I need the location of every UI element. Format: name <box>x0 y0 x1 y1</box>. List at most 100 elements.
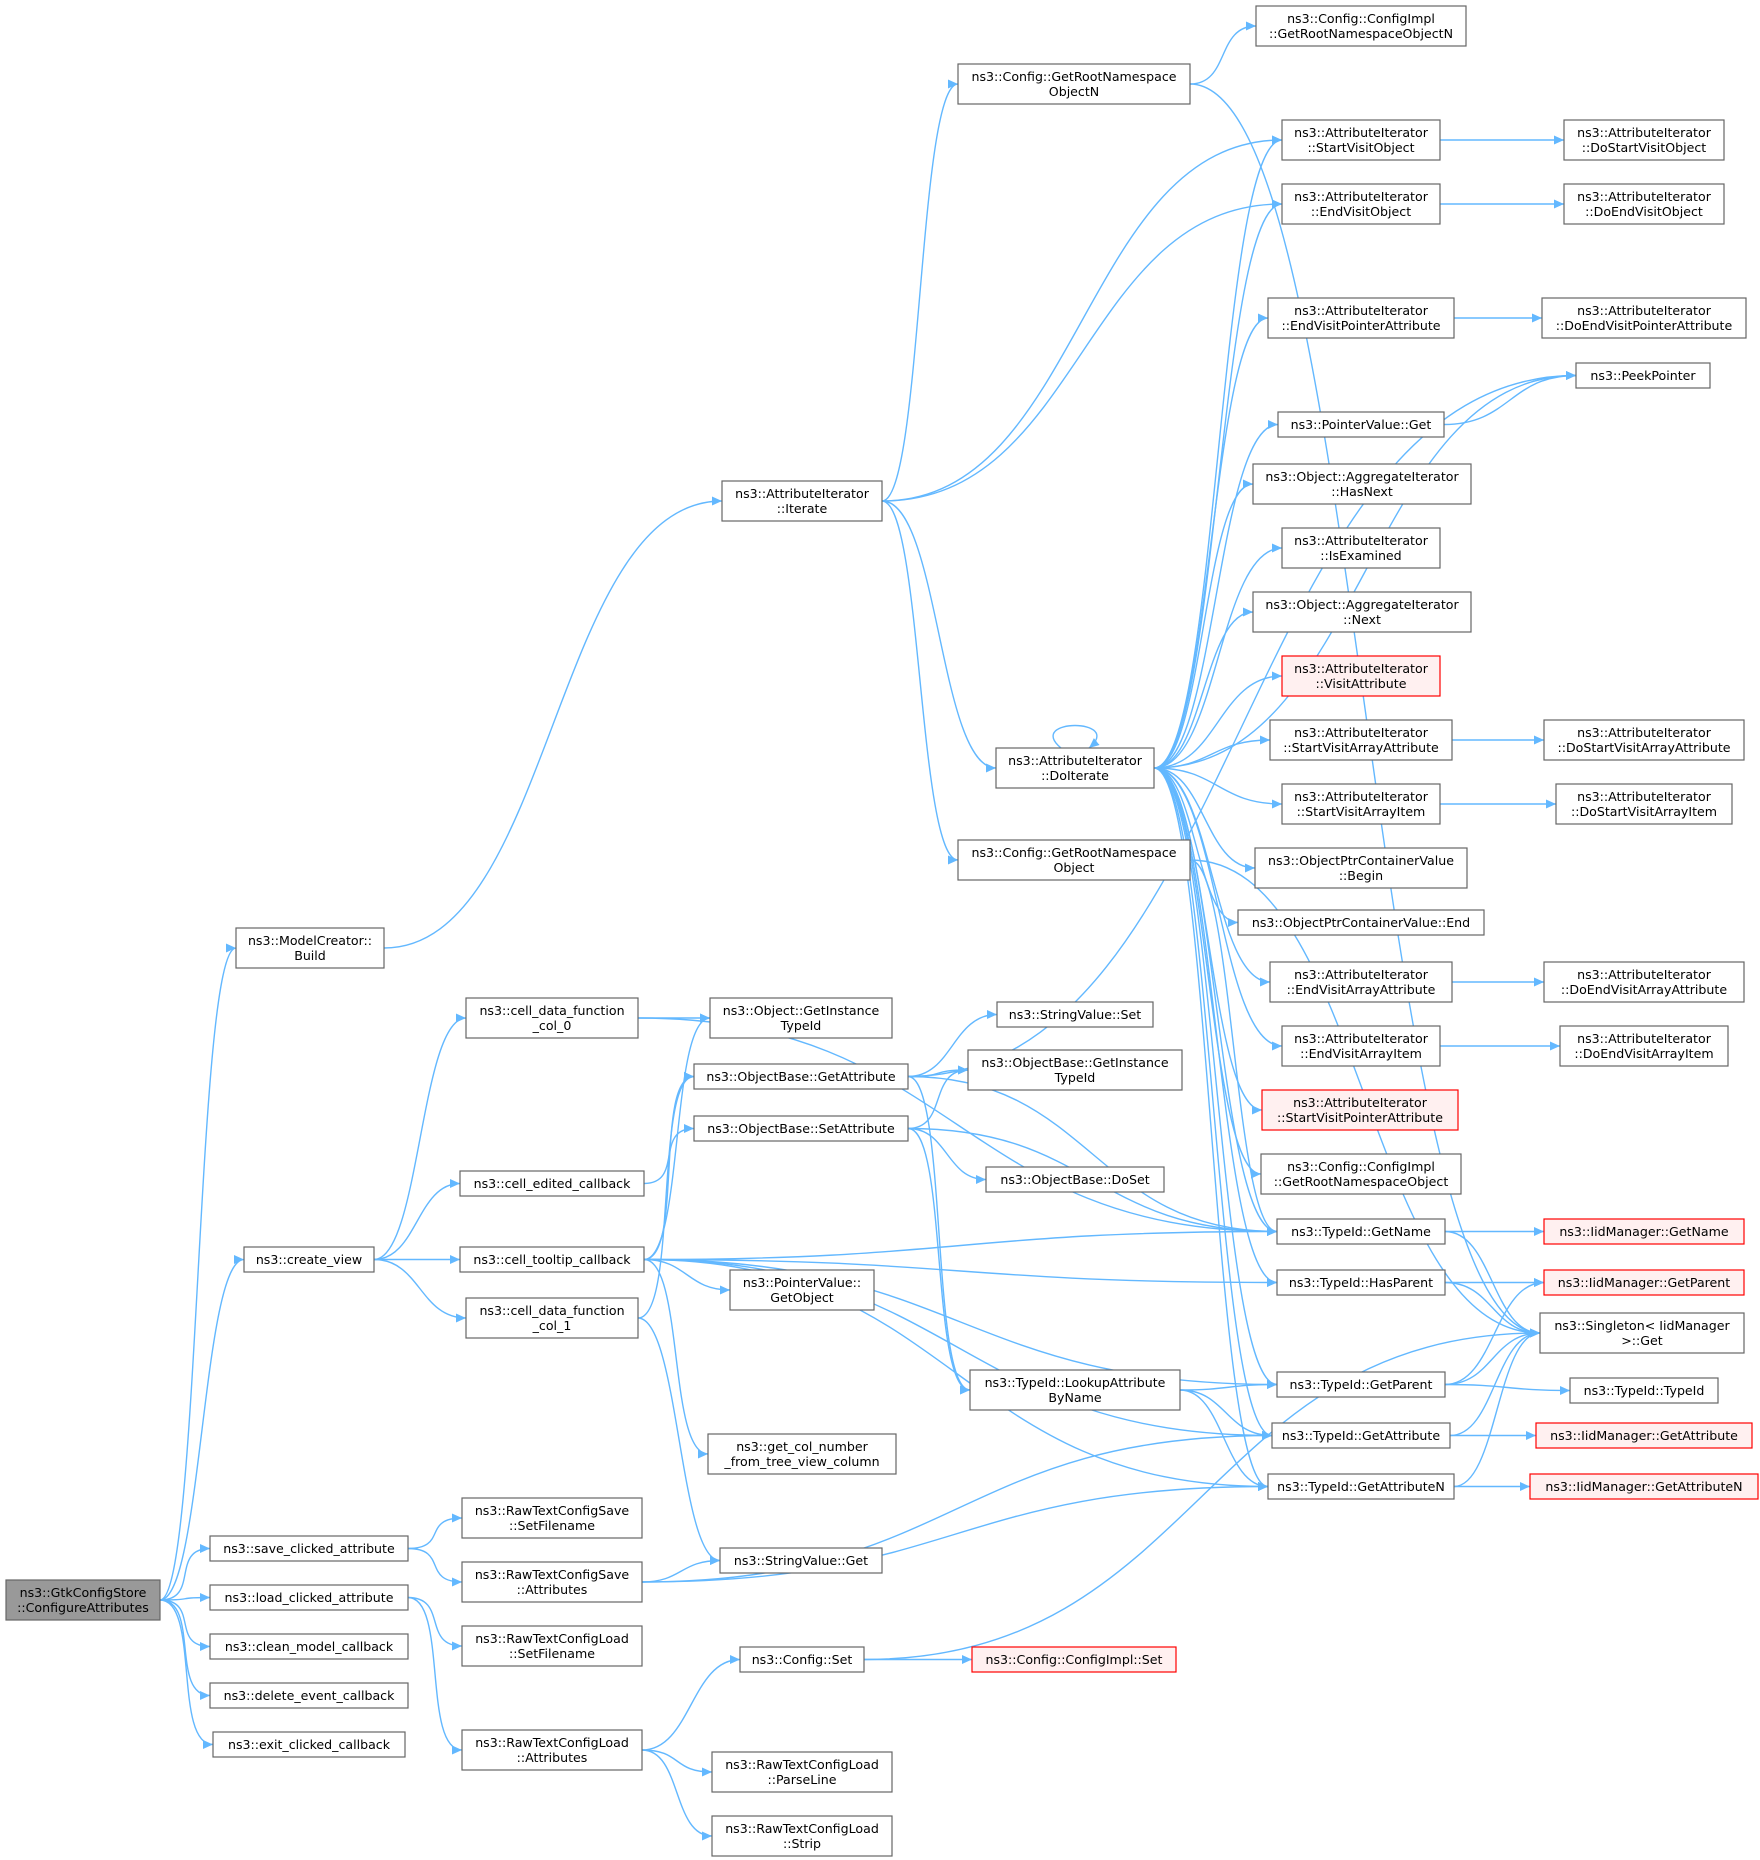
node-label: ns3::RawTextConfigLoad <box>475 1735 629 1750</box>
node-box <box>212 1731 406 1758</box>
node-label: ns3::AttributeIterator <box>1294 125 1429 140</box>
node-box <box>996 1001 1154 1028</box>
node-label: ::Begin <box>1339 868 1383 883</box>
node-ai_doendvisitarray[interactable]: ns3::AttributeIterator::DoEndVisitArrayA… <box>1543 961 1745 1003</box>
node-label: ::DoStartVisitArrayAttribute <box>1557 740 1730 755</box>
node-label: ns3::TypeId::GetAttribute <box>1282 1428 1440 1443</box>
node-opcv_end[interactable]: ns3::ObjectPtrContainerValue::End <box>1237 909 1485 936</box>
node-peekpointer[interactable]: ns3::PeekPointer <box>1575 362 1711 389</box>
node-cell_tooltip[interactable]: ns3::cell_tooltip_callback <box>459 1246 645 1273</box>
node-label: ns3::AttributeIterator <box>1294 1031 1429 1046</box>
edge-build-to-iterate <box>383 496 723 949</box>
node-create_view[interactable]: ns3::create_view <box>243 1246 375 1273</box>
node-get_root_ns_n[interactable]: ns3::Config::GetRootNamespaceObjectN <box>957 63 1191 105</box>
node-ai_startvisitobject[interactable]: ns3::AttributeIterator::StartVisitObject <box>1281 119 1441 161</box>
node-ai_endvisitarrayitem[interactable]: ns3::AttributeIterator::EndVisitArrayIte… <box>1281 1025 1441 1067</box>
node-ai_doendvisitpointer[interactable]: ns3::AttributeIterator::DoEndVisitPointe… <box>1541 297 1747 339</box>
node-box <box>721 480 883 522</box>
node-label: ns3::ObjectPtrContainerValue::End <box>1252 915 1470 930</box>
node-tid_typeid[interactable]: ns3::TypeId::TypeId <box>1569 1377 1719 1404</box>
node-cci_get_root_ns_n[interactable]: ns3::Config::ConfigImpl::GetRootNamespac… <box>1255 5 1467 47</box>
node-rtcl_strip[interactable]: ns3::RawTextConfigLoad::Strip <box>711 1815 893 1857</box>
node-rtcl_setfilename[interactable]: ns3::RawTextConfigLoad::SetFilename <box>461 1625 643 1667</box>
node-load_clicked[interactable]: ns3::load_clicked_attribute <box>209 1584 409 1611</box>
node-delete_event[interactable]: ns3::delete_event_callback <box>209 1682 409 1709</box>
edge-create_view-to-cdf0 <box>373 1013 467 1261</box>
node-iid_getattributen[interactable]: ns3::IidManager::GetAttributeN <box>1529 1473 1759 1500</box>
node-rtcs_attributes[interactable]: ns3::RawTextConfigSave::Attributes <box>461 1561 643 1603</box>
node-ob_doset[interactable]: ns3::ObjectBase::DoSet <box>985 1166 1165 1193</box>
node-ai_startvisitpointer[interactable]: ns3::AttributeIterator::StartVisitPointe… <box>1261 1089 1459 1131</box>
node-label: ns3::AttributeIterator <box>1577 189 1712 204</box>
node-ai_dostartvisitarray[interactable]: ns3::AttributeIterator::DoStartVisitArra… <box>1543 719 1745 761</box>
node-singleton_get[interactable]: ns3::Singleton< IidManager>::Get <box>1539 1312 1745 1354</box>
node-box <box>1269 719 1453 761</box>
node-iid_getparent[interactable]: ns3::IidManager::GetParent <box>1543 1269 1745 1296</box>
node-config_set[interactable]: ns3::Config::Set <box>739 1646 865 1673</box>
node-label: >::Get <box>1621 1333 1663 1348</box>
node-sv_set[interactable]: ns3::StringValue::Set <box>996 1001 1154 1028</box>
node-sv_get[interactable]: ns3::StringValue::Get <box>719 1547 883 1574</box>
node-ai_dostartvisitarrayitem[interactable]: ns3::AttributeIterator::DoStartVisitArra… <box>1555 783 1733 825</box>
node-cci_get_root_ns[interactable]: ns3::Config::ConfigImpl::GetRootNamespac… <box>1260 1153 1462 1195</box>
node-configure[interactable]: ns3::GtkConfigStore::ConfigureAttributes <box>5 1579 161 1621</box>
node-build[interactable]: ns3::ModelCreator::Build <box>235 927 385 969</box>
node-label: ns3::AttributeIterator <box>1294 967 1429 982</box>
node-ai_startvisitarray[interactable]: ns3::AttributeIterator::StartVisitArrayA… <box>1269 719 1453 761</box>
node-save_clicked[interactable]: ns3::save_clicked_attribute <box>209 1535 409 1562</box>
node-ob_get_attribute[interactable]: ns3::ObjectBase::GetAttribute <box>693 1063 909 1090</box>
node-box <box>209 1633 409 1660</box>
node-pv_getobject[interactable]: ns3::PointerValue::GetObject <box>729 1269 875 1311</box>
node-tid_getparent[interactable]: ns3::TypeId::GetParent <box>1276 1371 1446 1398</box>
node-box <box>1563 183 1725 225</box>
node-tid_getname[interactable]: ns3::TypeId::GetName <box>1276 1218 1446 1245</box>
edge-configure-to-build <box>159 943 237 1601</box>
node-label: Build <box>294 948 326 963</box>
node-label: ns3::RawTextConfigLoad <box>725 1821 879 1836</box>
node-tid_hasparent[interactable]: ns3::TypeId::HasParent <box>1276 1269 1446 1296</box>
node-box <box>1254 847 1468 889</box>
edge-doiterate-to-tid_hasparent <box>1153 767 1278 1287</box>
node-ob_set_attribute[interactable]: ns3::ObjectBase::SetAttribute <box>693 1115 909 1142</box>
node-cdf0[interactable]: ns3::cell_data_function_col_0 <box>465 997 639 1039</box>
node-get_col_number[interactable]: ns3::get_col_number_from_tree_view_colum… <box>707 1433 897 1475</box>
node-doiterate[interactable]: ns3::AttributeIterator::DoIterate <box>995 747 1155 789</box>
node-ai_endvisitpointer[interactable]: ns3::AttributeIterator::EndVisitPointerA… <box>1267 297 1455 339</box>
edge-ob_get_attribute-to-peekpointer <box>907 371 1577 1078</box>
edge-cell_tooltip-to-tid_hasparent <box>643 1258 1278 1287</box>
node-ai_doendvisitobject[interactable]: ns3::AttributeIterator::DoEndVisitObject <box>1563 183 1725 225</box>
node-rtcl_parseline[interactable]: ns3::RawTextConfigLoad::ParseLine <box>711 1751 893 1793</box>
node-ai_startvisitarrayitem[interactable]: ns3::AttributeIterator::StartVisitArrayI… <box>1281 783 1441 825</box>
node-cci_set[interactable]: ns3::Config::ConfigImpl::Set <box>971 1646 1177 1673</box>
node-tid_getattribute[interactable]: ns3::TypeId::GetAttribute <box>1271 1422 1451 1449</box>
node-ai_doendvisitarrayitem[interactable]: ns3::AttributeIterator::DoEndVisitArrayI… <box>1559 1025 1729 1067</box>
node-ai_endvisitobject[interactable]: ns3::AttributeIterator::EndVisitObject <box>1281 183 1441 225</box>
node-pv_get[interactable]: ns3::PointerValue::Get <box>1277 411 1445 438</box>
node-tid_getattributen[interactable]: ns3::TypeId::GetAttributeN <box>1267 1473 1455 1500</box>
node-iid_getattribute[interactable]: ns3::IidManager::GetAttribute <box>1535 1422 1753 1449</box>
node-cdf1[interactable]: ns3::cell_data_function_col_1 <box>465 1297 639 1339</box>
node-label: ns3::AttributeIterator <box>1294 189 1429 204</box>
node-cell_edited[interactable]: ns3::cell_edited_callback <box>459 1170 645 1197</box>
node-ai_visitattribute[interactable]: ns3::AttributeIterator::VisitAttribute <box>1281 655 1441 697</box>
node-ai_dostartvisitobject[interactable]: ns3::AttributeIterator::DoStartVisitObje… <box>1563 119 1725 161</box>
node-opcv_begin[interactable]: ns3::ObjectPtrContainerValue::Begin <box>1254 847 1468 889</box>
node-iterate[interactable]: ns3::AttributeIterator::Iterate <box>721 480 883 522</box>
node-exit_clicked[interactable]: ns3::exit_clicked_callback <box>212 1731 406 1758</box>
node-agg_next[interactable]: ns3::Object::AggregateIterator::Next <box>1252 591 1472 633</box>
node-clean_model[interactable]: ns3::clean_model_callback <box>209 1633 409 1660</box>
node-iid_getname[interactable]: ns3::IidManager::GetName <box>1543 1218 1745 1245</box>
node-rtcl_attributes[interactable]: ns3::RawTextConfigLoad::Attributes <box>461 1729 643 1771</box>
node-label: ns3::AttributeIterator <box>1294 789 1429 804</box>
node-rtcs_setfilename[interactable]: ns3::RawTextConfigSave::SetFilename <box>461 1497 643 1539</box>
node-label: ObjectN <box>1049 84 1099 99</box>
edge-iterate-to-get_root_ns <box>881 500 959 865</box>
node-get_root_ns[interactable]: ns3::Config::GetRootNamespaceObject <box>957 839 1191 881</box>
node-ai_endvisitarray[interactable]: ns3::AttributeIterator::EndVisitArrayAtt… <box>1269 961 1453 1003</box>
node-agg_hasnext[interactable]: ns3::Object::AggregateIterator::HasNext <box>1252 463 1472 505</box>
node-label: ns3::Config::ConfigImpl::Set <box>986 1652 1163 1667</box>
node-ai_isexamined[interactable]: ns3::AttributeIterator::IsExamined <box>1281 527 1441 569</box>
